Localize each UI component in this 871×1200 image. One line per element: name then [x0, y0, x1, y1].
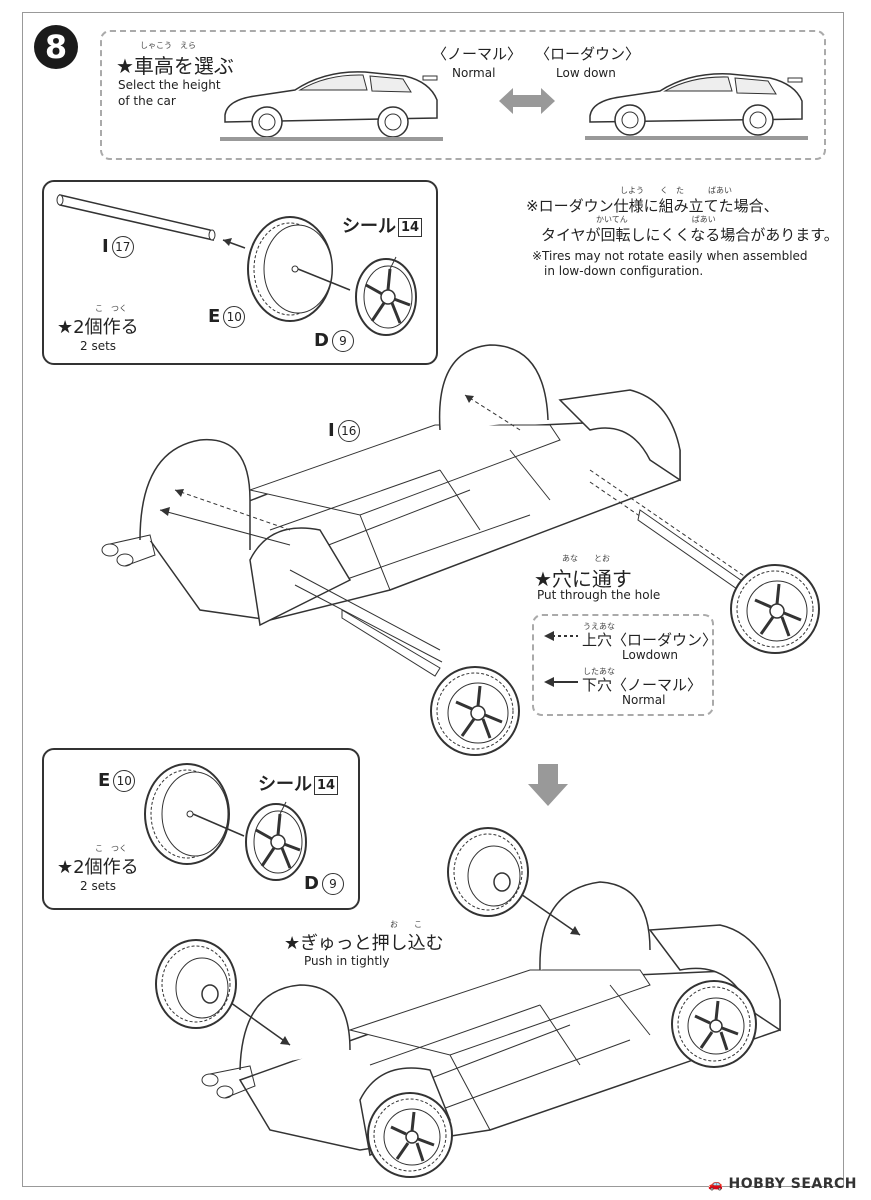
make2-en-bottom: 2 sets — [80, 879, 117, 893]
tire-illustration-top — [247, 216, 351, 322]
part-i17-letter: I — [102, 236, 109, 257]
watermark-text: HOBBY SEARCH — [728, 1176, 857, 1192]
normal-label-en: Normal — [452, 66, 496, 80]
height-select-title: ★車高を選ぶ — [116, 54, 234, 78]
chassis-illustration-middle — [101, 344, 756, 677]
part-e-letter-bottom: E — [98, 770, 111, 791]
wheel-mounted-rear — [367, 1092, 453, 1178]
seal-text-bottom: シール — [258, 774, 312, 795]
wheel-illustration-bottom — [245, 801, 307, 881]
axle-shaft-illustration — [56, 194, 246, 249]
seal-number-top: 14 — [398, 217, 423, 237]
note-line-2: タイヤが回転しにくくなる場合があります。 — [541, 226, 839, 244]
make2-ruby-bottom: こ つく — [95, 844, 127, 853]
part-i17-number: 17 — [111, 236, 134, 258]
lower-hole-ruby: したあな — [583, 667, 615, 676]
wheel-rear-middle — [430, 666, 520, 756]
lowdown-label-en: Low down — [556, 66, 616, 80]
lower-hole-label: 下穴〈ノーマル〉 — [582, 676, 703, 694]
upper-hole-ruby: うえあな — [583, 622, 615, 631]
through-hole-title: ★穴に通す — [534, 567, 632, 591]
lowdown-label-jp: 〈ローダウン〉 — [535, 45, 641, 63]
part-d-number-top: 9 — [331, 330, 354, 352]
note-ruby-2: かいてん ばあい — [596, 215, 716, 224]
solid-arrow-icon — [544, 677, 578, 687]
part-i16-letter: I — [328, 420, 335, 441]
upper-hole-en: Lowdown — [622, 648, 679, 662]
make2-label-bottom: ★2個作る — [57, 857, 139, 878]
seal-text-top: シール — [342, 216, 396, 237]
push-in-ruby: お こ — [390, 920, 422, 929]
part-d-number-bottom: 9 — [321, 873, 344, 895]
step-number-badge: 8 — [34, 25, 78, 69]
part-d-letter-bottom: D — [304, 873, 319, 894]
hole-legend-panel — [532, 614, 714, 716]
make2-label-top: ★2個作る — [57, 317, 139, 338]
hobby-search-watermark: 🚗 HOBBY SEARCH — [708, 1176, 857, 1192]
wheel-illustration-top — [355, 256, 417, 336]
car-normal-illustration — [220, 71, 443, 141]
make2-ruby-top: こ つく — [95, 304, 127, 313]
watermark-logo-icon: 🚗 — [708, 1177, 729, 1191]
through-hole-ruby: あな とお — [562, 554, 610, 563]
wheel-push-front — [447, 827, 529, 917]
wheel-push-rear — [155, 939, 237, 1029]
push-in-title: ★ぎゅっと押し込む — [284, 933, 444, 954]
upper-hole-label: 上穴〈ローダウン〉 — [582, 631, 718, 649]
down-arrow-icon — [528, 764, 568, 806]
page-border — [22, 12, 844, 1187]
part-e-letter-top: E — [208, 306, 221, 327]
title-ruby: しゃこう えら — [140, 41, 196, 50]
push-in-en: Push in tightly — [304, 954, 390, 968]
note-en-2: in low-down configuration. — [544, 264, 704, 278]
wheel-mounted-front — [671, 980, 757, 1068]
chassis-illustration-bottom — [201, 881, 781, 1157]
height-select-panel — [100, 30, 826, 160]
car-lowdown-illustration — [585, 73, 808, 140]
note-en-1: ※Tires may not rotate easily when assemb… — [532, 249, 808, 263]
tire-illustration-bottom — [144, 763, 245, 865]
make2-en-top: 2 sets — [80, 339, 117, 353]
dotted-arrow-icon — [544, 631, 578, 641]
through-hole-en: Put through the hole — [537, 588, 661, 602]
part-d-letter-top: D — [314, 330, 329, 351]
part-i16-number: 16 — [337, 420, 360, 442]
seal-number-bottom: 14 — [314, 775, 339, 795]
part-e-number-bottom: 10 — [113, 770, 136, 792]
part-e-number-top: 10 — [223, 306, 246, 328]
wheel-assembly-box-bottom — [42, 748, 360, 910]
wheel-front-middle — [730, 564, 820, 654]
note-ruby-1: しよう く た ばあい — [620, 186, 732, 195]
wheel-assembly-box-top — [42, 180, 438, 365]
double-arrow-icon — [499, 88, 555, 114]
lower-hole-en: Normal — [622, 693, 666, 707]
normal-label-jp: 〈ノーマル〉 — [432, 45, 523, 63]
note-line-1: ※ローダウン仕様に組み立てた場合、 — [526, 197, 779, 215]
height-select-en-2: of the car — [118, 94, 176, 108]
height-select-en-1: Select the height — [118, 78, 221, 92]
